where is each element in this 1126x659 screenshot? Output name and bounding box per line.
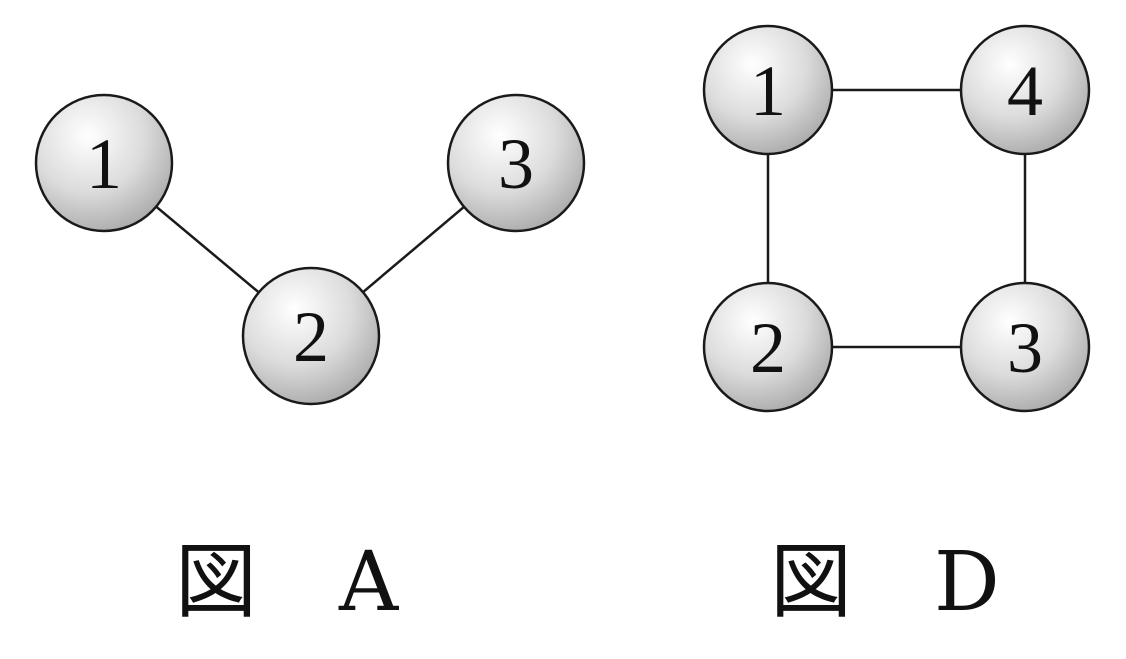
figure-d-node-3: 3	[959, 281, 1091, 413]
figure-d-node-2-circle	[702, 281, 834, 413]
figure-d-node-2-label: 2	[750, 308, 786, 388]
figure-a-node-3-label: 3	[498, 124, 534, 204]
figure-d-caption: 図 D	[770, 535, 1000, 630]
figure-a-node-3: 3	[446, 93, 586, 233]
figure-a-node-1: 1	[34, 93, 174, 233]
figure-a-graph: 1 2 3	[34, 93, 586, 406]
figure-d-node-3-circle	[959, 281, 1091, 413]
figure-d-node-1: 1	[702, 24, 834, 156]
figure-d-node-4-circle	[959, 24, 1091, 156]
figure-d-graph: 1 4 2 3	[702, 24, 1091, 413]
figure-a-node-2: 2	[241, 266, 381, 406]
figure-d-node-2: 2	[702, 281, 834, 413]
figure-d-node-1-label: 1	[750, 51, 786, 131]
figure-a-caption: 図 A	[175, 535, 399, 630]
figure-d-node-1-circle	[702, 24, 834, 156]
figure-a-node-1-label: 1	[86, 124, 122, 204]
figure-a-node-2-circle	[241, 266, 381, 406]
figure-d-node-4-label: 4	[1007, 51, 1043, 131]
figure-a-node-2-label: 2	[293, 297, 329, 377]
figure-d-node-4: 4	[959, 24, 1091, 156]
figure-d-node-3-label: 3	[1007, 308, 1043, 388]
figure-a-node-1-circle	[34, 93, 174, 233]
figure-a-node-3-circle	[446, 93, 586, 233]
